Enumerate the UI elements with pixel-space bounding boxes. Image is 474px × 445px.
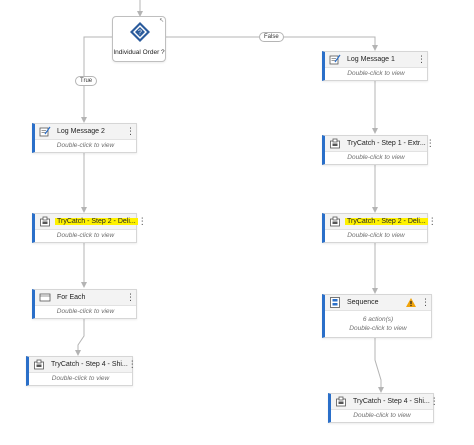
activity-menu-icon[interactable]: ⋮ bbox=[137, 216, 147, 226]
activity-hint: Double-click to view bbox=[51, 375, 110, 382]
activity-menu-icon[interactable]: ⋮ bbox=[427, 216, 437, 226]
svg-text:?: ? bbox=[138, 30, 142, 37]
activity-hint: Double-click to view bbox=[56, 142, 115, 149]
false-branch-label: False bbox=[259, 32, 284, 42]
activity-title: TryCatch - Step 4 - Shi... bbox=[353, 398, 430, 405]
activity-menu-icon[interactable]: ⋮ bbox=[127, 359, 137, 369]
log-message-icon bbox=[39, 126, 51, 137]
activity-title: For Each bbox=[57, 294, 86, 301]
true-branch-label: True bbox=[75, 76, 98, 86]
trycatch-icon bbox=[329, 216, 341, 227]
activity-hint: Double-click to view bbox=[353, 412, 411, 419]
activity-hint: Double-click to view bbox=[349, 325, 407, 332]
activity-log-message-2[interactable]: Log Message 2 ⋮ Double-click to view bbox=[32, 123, 137, 153]
activity-menu-icon[interactable]: ⋮ bbox=[425, 138, 435, 148]
activity-title: TryCatch - Step 1 - Extr... bbox=[347, 140, 426, 147]
trycatch-icon bbox=[33, 359, 45, 370]
activity-trycatch-step-4-left[interactable]: TryCatch - Step 4 - Shi... ⋮ Double-clic… bbox=[26, 356, 137, 386]
activity-title: TryCatch - Step 2 - Deli... bbox=[345, 218, 428, 225]
decision-label: Individual Order ? bbox=[113, 49, 165, 56]
activity-menu-icon[interactable]: ⋮ bbox=[429, 396, 439, 406]
activity-menu-icon[interactable]: ⋮ bbox=[417, 54, 426, 64]
activity-title: Sequence bbox=[347, 299, 379, 306]
activity-title: TryCatch - Step 2 - Deli... bbox=[55, 218, 138, 225]
activity-title: Log Message 2 bbox=[57, 128, 105, 135]
activity-trycatch-step-1[interactable]: TryCatch - Step 1 - Extr... ⋮ Double-cli… bbox=[322, 135, 435, 165]
flow-decision-individual-order[interactable]: ? ↖ Individual Order ? bbox=[112, 16, 166, 62]
for-each-icon bbox=[39, 292, 51, 303]
warning-icon[interactable] bbox=[406, 298, 416, 307]
activity-subtext: 6 action(s) bbox=[362, 316, 394, 323]
flow-decision-icon: ? bbox=[130, 22, 150, 42]
activity-trycatch-step-2-right[interactable]: TryCatch - Step 2 - Deli... ⋮ Double-cli… bbox=[322, 213, 437, 243]
activity-hint: Double-click to view bbox=[347, 154, 405, 161]
activity-sequence[interactable]: Sequence ⋮ 6 action(s) Double-click to v… bbox=[322, 294, 432, 338]
trycatch-icon bbox=[39, 216, 51, 227]
activity-log-message-1[interactable]: Log Message 1 ⋮ Double-click to view bbox=[322, 51, 428, 81]
activity-hint: Double-click to view bbox=[56, 308, 115, 315]
sequence-icon bbox=[329, 297, 341, 308]
log-message-icon bbox=[329, 54, 341, 65]
activity-title: TryCatch - Step 4 - Shi... bbox=[51, 361, 128, 368]
activity-trycatch-step-4-right[interactable]: TryCatch - Step 4 - Shi... ⋮ Double-clic… bbox=[328, 393, 439, 423]
activity-menu-icon[interactable]: ⋮ bbox=[126, 292, 135, 302]
activity-trycatch-step-2-left[interactable]: TryCatch - Step 2 - Deli... ⋮ Double-cli… bbox=[32, 213, 147, 243]
trycatch-icon bbox=[329, 138, 341, 149]
trycatch-icon bbox=[335, 396, 347, 407]
activity-hint: Double-click to view bbox=[56, 232, 115, 239]
activity-hint: Double-click to view bbox=[347, 70, 405, 77]
decision-corner-glyph: ↖ bbox=[158, 18, 164, 24]
activity-title: Log Message 1 bbox=[347, 56, 395, 63]
activity-menu-icon[interactable]: ⋮ bbox=[421, 297, 430, 307]
activity-menu-icon[interactable]: ⋮ bbox=[126, 126, 135, 136]
activity-for-each[interactable]: For Each ⋮ Double-click to view bbox=[32, 289, 137, 319]
activity-hint: Double-click to view bbox=[347, 232, 405, 239]
